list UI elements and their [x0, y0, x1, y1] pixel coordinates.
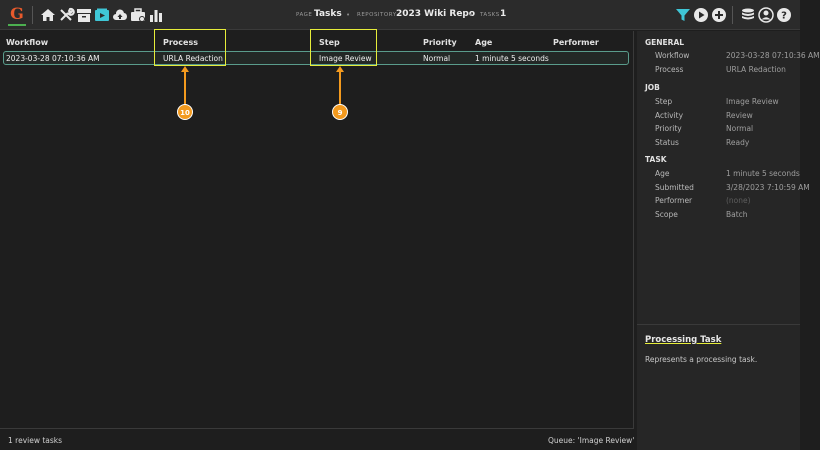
- cell-workflow: 2023-03-28 07:10:36 AM: [6, 54, 100, 63]
- queue-name: Queue: 'Image Review': [548, 436, 635, 445]
- toolbox-icon[interactable]: [130, 7, 146, 23]
- toolbar-divider: [732, 6, 733, 24]
- column-header-performer[interactable]: Performer: [553, 38, 599, 47]
- cell-age: 1 minute 5 seconds: [475, 54, 549, 63]
- database-icon[interactable]: [740, 7, 756, 23]
- column-header-age[interactable]: Age: [475, 38, 493, 47]
- top-toolbar: G PAGE Tasks • REPOS: [0, 0, 800, 30]
- property-value: 1 minute 5 seconds: [726, 169, 800, 178]
- tasks-count-label: TASKS: [480, 12, 500, 18]
- callout-marker-9: 9: [332, 104, 348, 120]
- property-value: 2023-03-28 07:10:36 AM: [726, 51, 820, 60]
- toolbar-divider: [32, 6, 33, 24]
- property-key: Age: [655, 169, 670, 178]
- property-key: Submitted: [655, 183, 694, 192]
- column-header-process[interactable]: Process: [163, 38, 198, 47]
- property-key: Priority: [655, 124, 682, 133]
- breadcrumb-separator: •: [346, 11, 351, 19]
- chart-icon[interactable]: [148, 7, 164, 23]
- play-icon[interactable]: [693, 7, 709, 23]
- tools-icon[interactable]: [58, 7, 75, 23]
- property-value: Batch: [726, 210, 748, 219]
- page-label: PAGE: [296, 12, 313, 18]
- cell-priority: Normal: [423, 54, 451, 63]
- callout-arrow: [336, 66, 344, 72]
- property-value: Ready: [726, 138, 750, 147]
- property-value: Normal: [726, 124, 754, 133]
- column-header-step[interactable]: Step: [319, 38, 340, 47]
- section-title-job: JOB: [645, 83, 660, 92]
- add-icon[interactable]: [711, 7, 727, 23]
- property-value: URLA Redaction: [726, 65, 786, 74]
- property-value: 3/28/2023 7:10:59 AM: [726, 183, 810, 192]
- cell-step: Image Review: [319, 54, 372, 63]
- step-column-highlight: [310, 29, 377, 66]
- user-icon[interactable]: [758, 7, 774, 23]
- property-key: Workflow: [655, 51, 690, 60]
- property-key: Performer: [655, 196, 693, 205]
- callout-line: [184, 71, 186, 105]
- property-key: Scope: [655, 210, 678, 219]
- description-panel: Processing Task Represents a processing …: [637, 324, 800, 450]
- cloud-upload-icon[interactable]: [112, 7, 128, 23]
- repository-name[interactable]: 2023 Wiki Repo: [396, 9, 476, 19]
- property-key: Activity: [655, 111, 684, 120]
- property-value: Review: [726, 111, 753, 120]
- property-value: Image Review: [726, 97, 779, 106]
- callout-marker-10: 10: [177, 104, 193, 120]
- process-column-highlight: [154, 29, 226, 66]
- app-logo[interactable]: G: [8, 4, 26, 26]
- home-icon[interactable]: [40, 7, 56, 23]
- help-icon[interactable]: ?: [776, 7, 792, 23]
- description-title: Processing Task: [645, 335, 722, 345]
- cell-process: URLA Redaction: [163, 54, 223, 63]
- task-list-panel: Workflow Process Step Priority Age Perfo…: [0, 29, 634, 450]
- description-text: Represents a processing task.: [645, 355, 758, 364]
- section-title-general: GENERAL: [645, 38, 685, 47]
- page-title: Tasks: [314, 9, 342, 19]
- property-key: Step: [655, 97, 673, 106]
- tasks-icon[interactable]: [94, 7, 110, 23]
- repository-label: REPOSITORY: [357, 12, 397, 18]
- property-key: Status: [655, 138, 679, 147]
- svg-text:?: ?: [781, 11, 787, 22]
- archive-icon[interactable]: [76, 7, 92, 23]
- filter-icon[interactable]: [675, 7, 691, 23]
- callout-arrow: [181, 66, 189, 72]
- property-key: Process: [655, 65, 684, 74]
- tasks-count: 1: [500, 9, 507, 19]
- column-header-priority[interactable]: Priority: [423, 38, 457, 47]
- table-row[interactable]: 2023-03-28 07:10:36 AM URLA Redaction Im…: [3, 51, 629, 65]
- section-title-task: TASK: [645, 155, 667, 164]
- breadcrumb-separator: •: [469, 11, 474, 19]
- status-bar: 1 review tasks Queue: 'Image Review': [0, 428, 634, 450]
- property-value: (none): [726, 196, 751, 205]
- properties-panel: GENERAL Workflow 2023-03-28 07:10:36 AM …: [637, 31, 820, 450]
- callout-line: [339, 71, 341, 105]
- column-header-workflow[interactable]: Workflow: [6, 38, 49, 47]
- review-task-count: 1 review tasks: [8, 436, 63, 445]
